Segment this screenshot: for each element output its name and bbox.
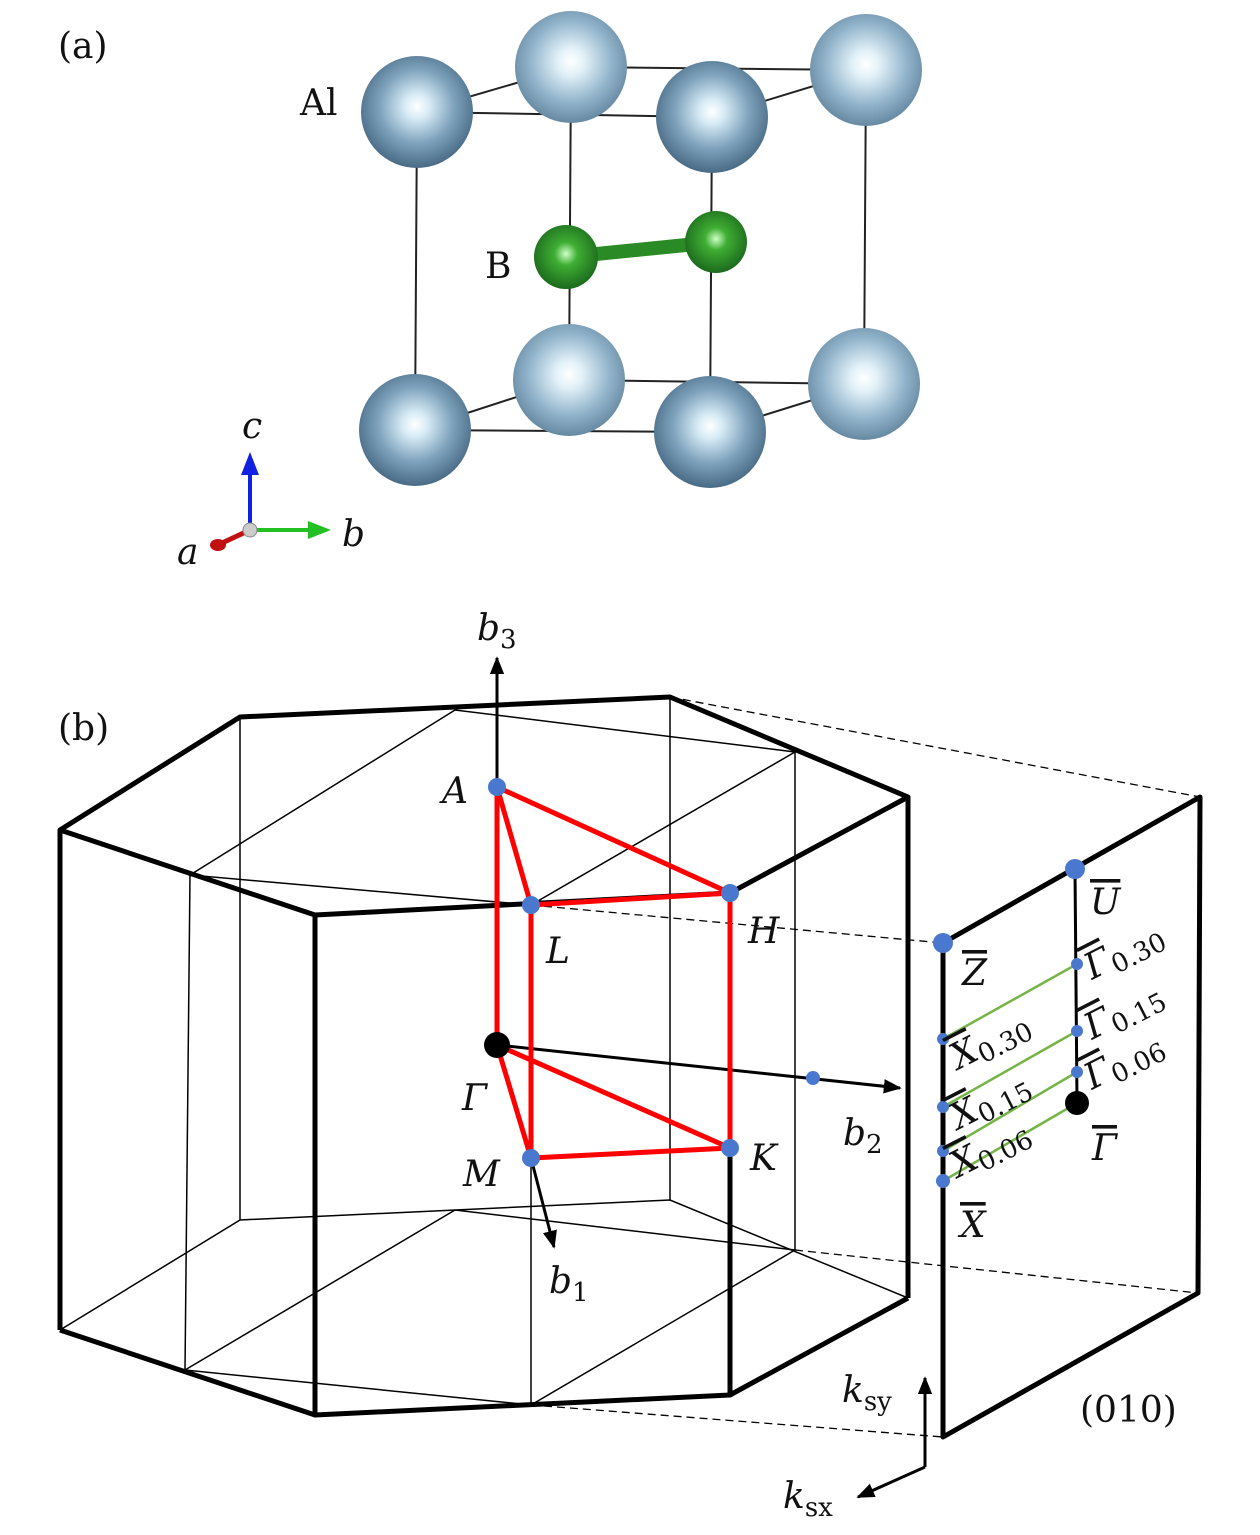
label-U-bar: U: [1090, 882, 1122, 923]
high-symmetry-path: [493, 782, 733, 1161]
brillouin-zone-thin-lines: [59, 697, 909, 1406]
axis-a-label: a: [177, 532, 198, 573]
b1-label: b1: [549, 1261, 589, 1308]
panel-a-label: (a): [58, 26, 108, 67]
projection-lines: [942, 962, 1078, 1183]
label-L: L: [545, 931, 570, 972]
panel-a: (a) Al B: [58, 11, 922, 573]
al-atoms-front: [359, 56, 768, 488]
surface-plane-outline: [940, 794, 1203, 1440]
al-atom: [513, 324, 625, 436]
reciprocal-vectors: b3 b2 b1: [477, 608, 902, 1308]
al-atom: [808, 328, 920, 440]
label-gamma-030: Γ0.30: [1077, 914, 1172, 992]
al-atom: [361, 56, 473, 168]
b2-arrow: [496, 1043, 902, 1094]
al-atom: [810, 14, 922, 126]
al-atom: [654, 376, 766, 488]
al-atom: [656, 61, 768, 173]
point-X-015: [937, 1101, 949, 1113]
label-Z-bar: Z: [961, 953, 988, 994]
point-X-006: [937, 1145, 949, 1157]
point-L: [522, 896, 540, 914]
point-gamma-015: [1071, 1025, 1083, 1037]
plane-label: (010): [1080, 1390, 1177, 1431]
b1-arrow: [529, 1157, 557, 1249]
point-X-030: [937, 1033, 949, 1045]
b2-label: b2: [843, 1113, 883, 1160]
label-X-030: X0.30: [941, 1004, 1039, 1083]
label-H: H: [747, 911, 780, 952]
projection-dashed-lines: [530, 696, 1201, 1438]
point-Z-bar: [933, 933, 953, 953]
b-b-bond: [534, 211, 747, 289]
label-X-bar: X: [957, 1205, 987, 1246]
high-symmetry-points: A L H Γ M K: [439, 771, 780, 1195]
point-gamma-030: [1071, 958, 1083, 970]
label-A: A: [439, 771, 468, 812]
axis-b-label: b: [342, 514, 365, 555]
axis-c-label: c: [242, 406, 262, 447]
surface-axes: ksy ksx: [783, 1370, 933, 1523]
point-A: [488, 778, 506, 796]
point-gamma-bar: [1065, 1091, 1089, 1115]
b-label: B: [485, 246, 511, 287]
b-atom: [685, 211, 747, 273]
label-K: K: [749, 1138, 779, 1179]
b3-label: b3: [477, 608, 517, 655]
panel-b: (b): [57, 608, 1203, 1523]
b2-kpoint-dot: [806, 1071, 820, 1085]
ksx-label: ksx: [783, 1476, 833, 1523]
point-gamma: [484, 1032, 510, 1058]
al-atom: [515, 11, 627, 123]
surface-brillouin-zone: U Z X Γ Γ0.30 Γ0.15 Γ0.06 X0.30 X0.15 X0…: [933, 794, 1203, 1440]
ksx-arrow: [856, 1465, 926, 1499]
brillouin-zone-outline: [57, 694, 911, 1418]
al-atom: [359, 374, 471, 486]
al-atoms: [513, 11, 922, 440]
label-gamma: Γ: [461, 1078, 489, 1119]
crystal-axes: c b a: [177, 406, 365, 573]
b-atom: [534, 225, 598, 289]
label-gamma-bar: Γ: [1091, 1128, 1119, 1169]
point-X-bar: [936, 1174, 950, 1188]
point-M: [522, 1149, 540, 1167]
al-label: Al: [299, 83, 338, 124]
point-K: [721, 1139, 739, 1157]
label-M: M: [462, 1154, 501, 1195]
point-gamma-006: [1071, 1066, 1083, 1078]
panel-b-label: (b): [58, 708, 109, 749]
point-H: [721, 884, 739, 902]
ksy-label: ksy: [842, 1370, 892, 1417]
surface-gamma-u-line: [1073, 868, 1079, 1104]
point-U-bar: [1065, 859, 1085, 879]
